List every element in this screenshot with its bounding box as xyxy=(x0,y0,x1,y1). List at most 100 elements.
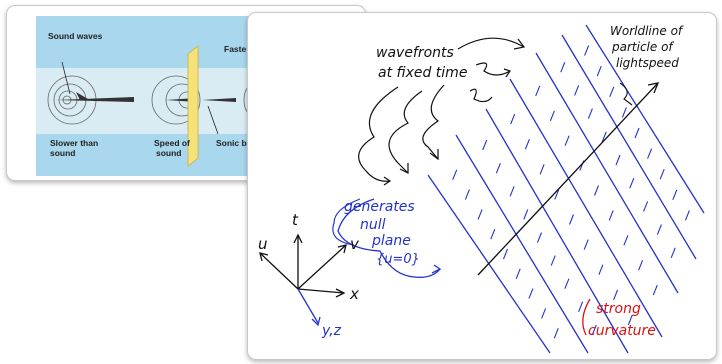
curvature-dash xyxy=(583,239,589,250)
curvature-dash xyxy=(564,278,570,289)
curvature-dash xyxy=(509,186,515,197)
curvature-dash xyxy=(623,235,629,246)
curvature-dash xyxy=(596,65,602,77)
curvature-dash xyxy=(613,289,619,301)
worldline-pointer xyxy=(619,82,633,106)
curvature-dash xyxy=(598,264,604,275)
curvature-dash xyxy=(528,288,534,299)
jet-icon xyxy=(56,97,134,102)
curvature-dash xyxy=(549,110,555,122)
curvature-dash xyxy=(539,164,545,175)
curvature-dash xyxy=(584,45,590,56)
curvature-dash xyxy=(647,148,653,159)
worldline-label-line1: Worldline of xyxy=(610,24,684,38)
diagram-card: wavefronts at fixed time Worldline of pa… xyxy=(247,12,717,360)
worldline-label-line3: lightspeed xyxy=(616,56,679,70)
curvature-dash xyxy=(502,248,509,260)
curvature-dash xyxy=(495,162,501,174)
curvature-dash xyxy=(477,209,483,220)
curvature-dash xyxy=(593,185,600,196)
curvature-dash xyxy=(659,168,665,180)
curvature-dash xyxy=(591,324,597,336)
wavefronts-label-line2: at fixed time xyxy=(378,65,467,81)
curvature-dash xyxy=(609,86,615,98)
label-speed-line1: Speed of xyxy=(154,138,190,148)
curvature-dash xyxy=(670,247,676,259)
label-slower-line2: sound xyxy=(50,148,76,158)
wavefront-line xyxy=(585,24,705,214)
v-arrowhead-icon xyxy=(337,244,347,254)
curvature-dash xyxy=(560,61,566,73)
yz-axis xyxy=(297,288,319,324)
worldline-label-line2: particle of xyxy=(611,40,674,54)
wavefront-line xyxy=(561,34,697,260)
wavefront-pointers xyxy=(358,37,526,186)
curvature-dash xyxy=(482,139,488,151)
curvature-dash xyxy=(554,189,560,200)
curvature-dash xyxy=(523,209,529,220)
null-plane-label-line3: plane xyxy=(371,233,411,249)
curvature-dashes xyxy=(452,45,690,339)
curvature-dash xyxy=(452,169,458,181)
label-sonic: Sonic bo xyxy=(216,138,252,148)
curvature-dash xyxy=(578,301,584,313)
curvature-dash xyxy=(656,224,662,235)
axis-t-label: t xyxy=(292,211,299,229)
curvature-dash xyxy=(684,210,690,221)
curvature-dash xyxy=(550,255,556,266)
strong-label-line1: strong xyxy=(596,301,641,317)
curvature-dash xyxy=(587,108,593,119)
curvature-dash xyxy=(536,232,543,243)
v-axis xyxy=(297,244,347,290)
x-axis xyxy=(297,288,345,294)
curvature-dash xyxy=(634,127,640,139)
u-axis xyxy=(259,252,299,290)
axis-u-label: u xyxy=(258,235,268,253)
label-speed-line2: sound xyxy=(156,148,182,158)
worldline-arrowhead-icon xyxy=(647,82,660,94)
wavefronts-label-line1: wavefronts xyxy=(376,45,454,61)
curvature-dash xyxy=(553,327,559,339)
curvature-dash xyxy=(490,228,496,240)
curvature-dash xyxy=(615,154,621,166)
axes xyxy=(259,233,347,298)
curvature-dash xyxy=(638,259,644,271)
null-plane-label-line2: null xyxy=(360,217,386,233)
curvature-dash xyxy=(643,201,649,212)
curvature-dash xyxy=(541,308,547,319)
wavefront-line xyxy=(509,78,663,338)
u-arrowhead-icon xyxy=(259,252,269,262)
wavefront-line xyxy=(535,52,679,294)
label-sound-waves: Sound waves xyxy=(48,31,103,41)
null-plane-label-line4: {u=0} xyxy=(376,252,420,267)
curvature-dash xyxy=(510,113,516,125)
photo-graphics xyxy=(47,45,293,167)
label-slower-line1: Slower than xyxy=(50,138,99,148)
curvature-dash xyxy=(564,135,570,146)
curvature-dash xyxy=(515,268,521,280)
curvature-dash xyxy=(535,85,541,97)
curvature-dash xyxy=(568,214,575,225)
axis-v-label: v xyxy=(350,235,360,253)
curvature-dash xyxy=(601,131,607,143)
curvature-dash xyxy=(464,189,470,200)
curvature-pointer xyxy=(582,298,591,336)
wavefront-line xyxy=(485,108,629,354)
curvature-dash xyxy=(629,177,635,189)
spacetime-diagram: wavefronts at fixed time Worldline of pa… xyxy=(258,24,705,354)
curvature-dash xyxy=(652,284,658,296)
curvature-dash xyxy=(524,138,530,150)
shock-wall xyxy=(187,45,199,167)
wavefront-lines xyxy=(427,24,705,354)
worldline-arrow xyxy=(477,82,659,276)
curvature-dash xyxy=(672,189,678,201)
null-plane-label-line1: generates xyxy=(344,199,415,215)
axis-yz-label: y,z xyxy=(321,323,342,339)
curvature-dash xyxy=(627,314,633,326)
curvature-dash xyxy=(621,107,627,118)
wavefront-line xyxy=(455,134,589,354)
t-arrowhead-icon xyxy=(293,233,303,244)
yz-arrowhead-icon xyxy=(311,316,321,327)
strong-label-line2: curvature xyxy=(588,323,656,339)
curvature-dash xyxy=(574,85,580,96)
